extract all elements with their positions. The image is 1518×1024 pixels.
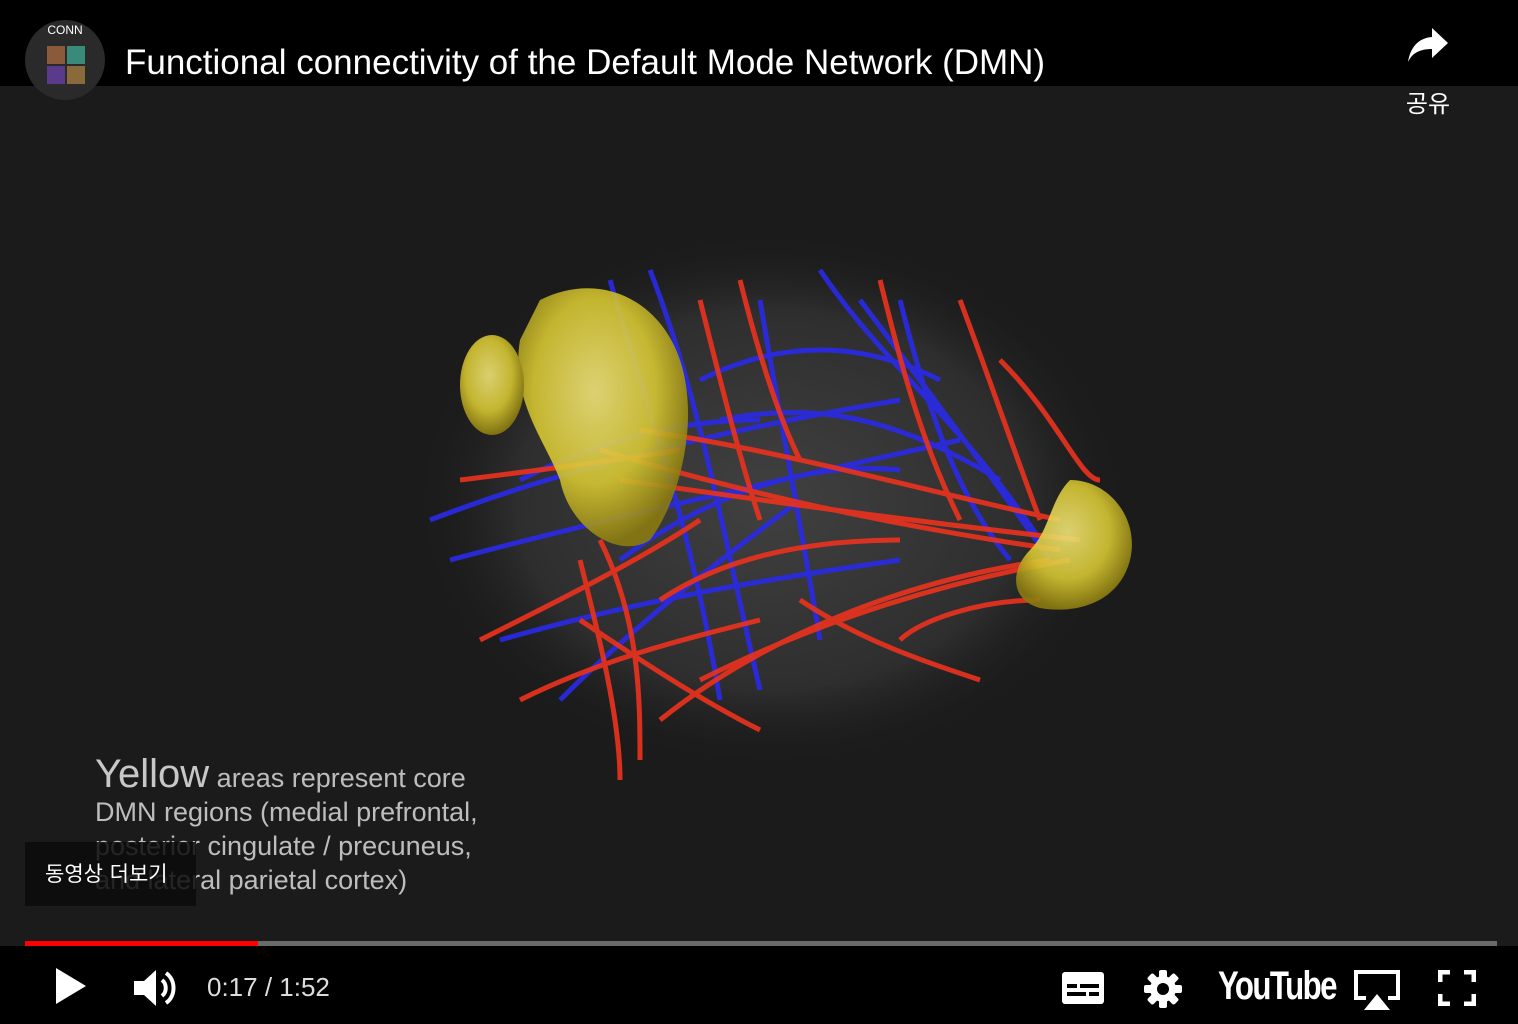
parietal-region bbox=[1016, 480, 1132, 610]
yellow-regions bbox=[460, 288, 1132, 610]
red-fibers bbox=[459, 279, 1101, 781]
subtitles-icon bbox=[1062, 972, 1104, 1004]
share-button[interactable]: 공유 bbox=[1396, 24, 1460, 118]
control-bar: 0:17 / 1:52 YouTube bbox=[0, 946, 1518, 1024]
play-button[interactable] bbox=[50, 964, 90, 1008]
caption-line-1: Yellow areas represent core bbox=[95, 754, 555, 795]
video-title[interactable]: Functional connectivity of the Default M… bbox=[125, 43, 1046, 82]
time-display: 0:17 / 1:52 bbox=[207, 972, 330, 1002]
fullscreen-icon bbox=[1437, 969, 1477, 1007]
channel-name: CONN bbox=[47, 23, 83, 37]
title-bar bbox=[0, 0, 1518, 86]
video-caption-overlay: Yellow areas represent core DMN regions … bbox=[95, 754, 555, 897]
channel-avatar[interactable]: CONN bbox=[25, 20, 105, 100]
video-frame[interactable] bbox=[0, 86, 1518, 946]
caption-lead-word: Yellow bbox=[95, 752, 210, 796]
frontal-pole-region bbox=[460, 335, 524, 435]
share-label: 공유 bbox=[1405, 90, 1451, 118]
share-arrow-icon bbox=[1408, 28, 1448, 62]
airplay-icon bbox=[1354, 970, 1400, 1010]
progress-bar[interactable] bbox=[25, 941, 1497, 946]
fullscreen-button[interactable] bbox=[1437, 969, 1477, 1007]
prefrontal-region bbox=[518, 288, 689, 547]
airplay-button[interactable] bbox=[1352, 968, 1402, 1010]
more-videos-button[interactable]: 동영상 더보기 bbox=[25, 842, 196, 906]
volume-icon bbox=[134, 970, 176, 1006]
youtube-logo[interactable]: YouTube bbox=[1218, 964, 1337, 1008]
caption-line-1-rest: areas represent core bbox=[209, 763, 466, 793]
volume-button[interactable] bbox=[132, 966, 180, 1010]
brain-visualization bbox=[410, 230, 1132, 781]
subtitles-button[interactable] bbox=[1062, 972, 1104, 1004]
settings-button[interactable] bbox=[1144, 970, 1182, 1008]
settings-icon bbox=[1144, 970, 1182, 1008]
caption-line-2: DMN regions (medial prefrontal, bbox=[95, 797, 478, 827]
play-icon bbox=[56, 968, 86, 1004]
progress-played bbox=[25, 941, 258, 946]
